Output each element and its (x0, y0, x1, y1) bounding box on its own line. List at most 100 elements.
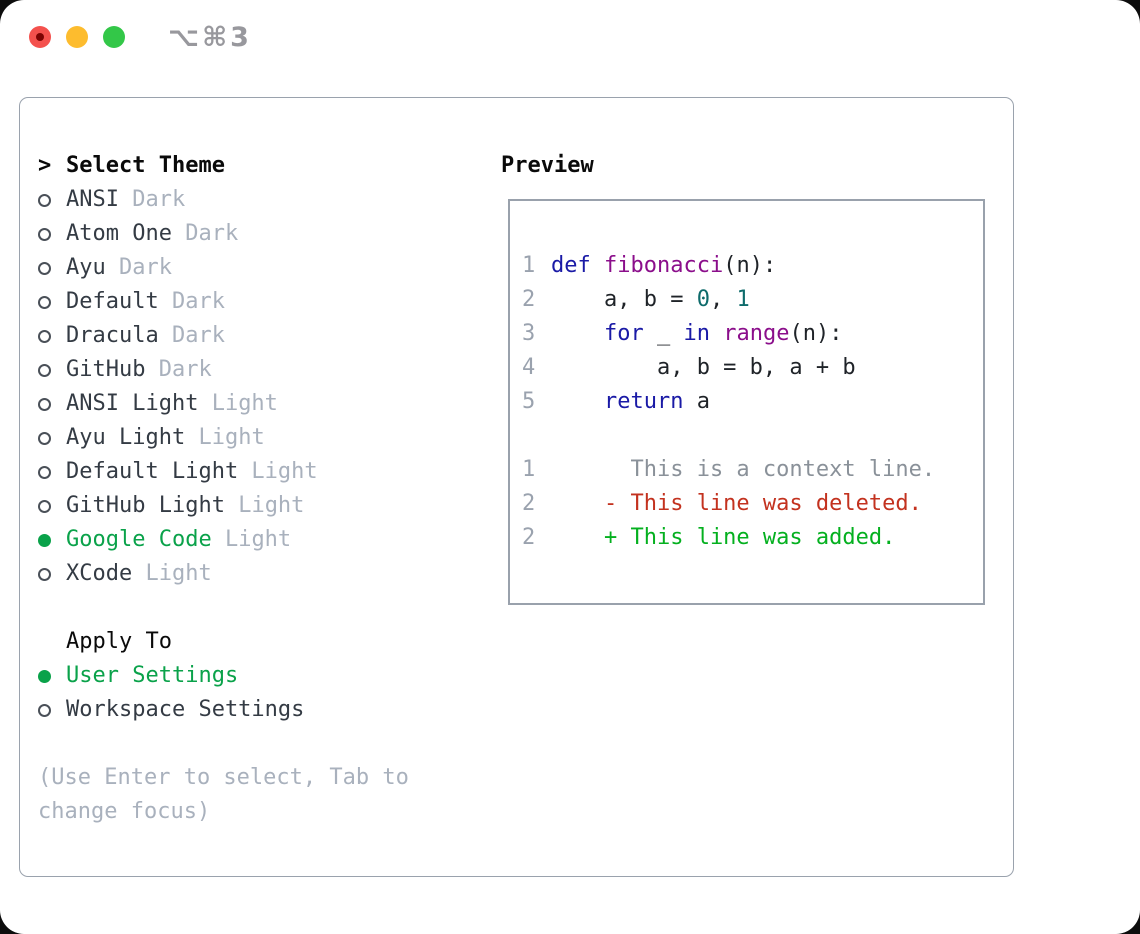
theme-name: XCode (66, 561, 133, 586)
radio-icon (38, 703, 51, 717)
prompt-icon: > (38, 153, 52, 178)
preview-title: Preview (501, 153, 594, 178)
radio-icon (38, 363, 51, 377)
theme-name: Google Code (66, 527, 212, 552)
spacer (38, 591, 478, 625)
line-number: 2 (522, 491, 536, 516)
apply-option-user-settings[interactable]: User Settings (38, 659, 478, 693)
theme-name: ANSI (66, 187, 119, 212)
preview-line: 2 + This line was added. (522, 521, 983, 555)
line-number (522, 419, 551, 453)
theme-item-github-light[interactable]: GitHub Light Light (38, 489, 478, 523)
preview-line: 3 for _ in range(n): (522, 317, 983, 351)
theme-name: Dracula (66, 323, 159, 348)
theme-item-atom-one[interactable]: Atom One Dark (38, 217, 478, 251)
line-number: 4 (522, 355, 536, 380)
line-content: a, b = 0, 1 (551, 287, 750, 312)
selected-radio-icon (38, 533, 51, 547)
close-dot-icon (36, 33, 44, 41)
radio-icon (38, 193, 51, 207)
theme-variant-label: Dark (158, 323, 225, 348)
theme-name: GitHub (66, 357, 146, 382)
theme-variant-label: Light (211, 527, 292, 552)
line-content: return a (603, 389, 710, 414)
theme-name: ANSI Light (66, 391, 199, 416)
theme-variant-label: Dark (171, 221, 239, 246)
line-content: def fibonacci(n): (551, 253, 777, 278)
radio-icon (38, 261, 51, 275)
line-number: 2 (522, 525, 536, 550)
theme-variant-label: Light (238, 459, 318, 484)
preview-line: 2 - This line was deleted. (522, 487, 983, 521)
theme-item-dracula[interactable]: Dracula Dark (38, 319, 478, 353)
select-theme-title: Select Theme (66, 153, 225, 178)
line-content: + This line was added. (551, 525, 896, 550)
radio-icon (38, 397, 51, 411)
window-titlebar: ⌥⌘3 (0, 0, 1140, 74)
maximize-button[interactable] (103, 26, 125, 48)
theme-item-ansi-light[interactable]: ANSI Light Light (38, 387, 478, 421)
theme-item-ayu-light[interactable]: Ayu Light Light (38, 421, 478, 455)
radio-icon (38, 499, 51, 513)
help-text: (Use Enter to select, Tab to change focu… (38, 765, 409, 824)
selected-radio-icon (38, 669, 51, 683)
apply-option-label: Workspace Settings (66, 697, 305, 722)
close-button[interactable] (29, 26, 51, 48)
theme-variant-label: Light (132, 561, 212, 586)
window-title-shortcut: ⌥⌘3 (168, 22, 252, 53)
theme-name: GitHub Light (66, 493, 225, 518)
preview-line: 5 return a (522, 385, 983, 419)
theme-item-github[interactable]: GitHub Dark (38, 353, 478, 387)
line-content: a, b = b, a + b (551, 355, 856, 380)
radio-icon (38, 465, 51, 479)
preview-line: 4 a, b = b, a + b (522, 351, 983, 385)
line-content: for _ in range(n): (603, 321, 843, 346)
line-number: 1 (522, 253, 536, 278)
theme-name: Ayu (66, 255, 106, 280)
line-number: 2 (522, 287, 536, 312)
theme-name: Atom One (66, 221, 172, 246)
theme-variant-label: Dark (118, 187, 186, 212)
theme-item-google-code[interactable]: Google Code Light (38, 523, 478, 557)
line-number: 3 (522, 321, 536, 346)
theme-item-ansi[interactable]: ANSI Dark (38, 183, 478, 217)
theme-variant-label: Light (185, 425, 265, 450)
theme-name: Default Light (66, 459, 239, 484)
select-theme-header: > Select Theme (38, 149, 478, 183)
line-number: 1 (522, 457, 536, 482)
apply-to-title: Apply To (66, 629, 172, 654)
theme-variant-label: Dark (158, 289, 225, 314)
radio-icon (38, 329, 51, 343)
theme-variant-label: Dark (105, 255, 172, 280)
theme-item-ayu[interactable]: Ayu Dark (38, 251, 478, 285)
apply-option-workspace-settings[interactable]: Workspace Settings (38, 693, 478, 727)
preview-line: 1 def fibonacci(n): (522, 249, 983, 283)
minimize-button[interactable] (66, 26, 88, 48)
radio-icon (38, 295, 51, 309)
line-number: 5 (522, 389, 536, 414)
theme-name: Default (66, 289, 159, 314)
theme-item-default-light[interactable]: Default Light Light (38, 455, 478, 489)
apply-to-header: Apply To (38, 625, 478, 659)
radio-icon (38, 567, 51, 581)
theme-variant-label: Light (198, 391, 278, 416)
theme-item-default[interactable]: Default Dark (38, 285, 478, 319)
theme-variant-label: Dark (145, 357, 212, 382)
preview-line: 2 a, b = 0, 1 (522, 283, 983, 317)
radio-icon (38, 227, 51, 241)
theme-name: Ayu Light (66, 425, 186, 450)
theme-variant-label: Light (224, 493, 305, 518)
preview-line (522, 419, 983, 453)
line-content: - This line was deleted. (551, 491, 922, 516)
preview-line: 1 This is a context line. (522, 453, 983, 487)
theme-item-xcode[interactable]: XCode Light (38, 557, 478, 591)
apply-option-label: User Settings (66, 663, 239, 688)
radio-icon (38, 431, 51, 445)
